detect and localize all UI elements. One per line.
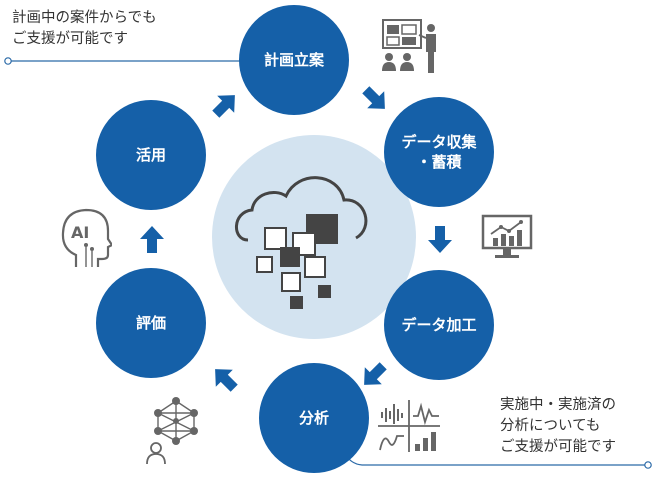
node-evaluation: 評価: [96, 268, 206, 378]
ai-icon-label: AI: [71, 223, 89, 242]
node-utilization: 活用: [96, 100, 206, 210]
network-person-icon: [146, 397, 198, 465]
node-processing: データ加工: [384, 270, 494, 380]
top-note: 計画中の案件からでも ご支援が可能です: [12, 10, 157, 47]
arrow-evaluation-to-utilization: [140, 226, 164, 253]
arrow-analysis-to-evaluation: [215, 369, 238, 392]
bottom-note: 実施中・実施済の 分析についても ご支援が可能です: [500, 397, 616, 455]
top-connector: [4, 57, 245, 65]
node-planning: 計画立案: [239, 5, 349, 115]
arrow-planning-to-collection: [362, 86, 385, 109]
arrow-utilization-to-planning: [212, 95, 235, 118]
arrow-collection-to-processing: [428, 226, 452, 253]
signal-chart-icon: [378, 400, 440, 452]
arrow-processing-to-analysis: [364, 362, 387, 385]
presentation-icon: [382, 19, 436, 73]
node-collection: データ収集 ・蓄積: [384, 97, 494, 207]
monitor-chart-icon: [481, 214, 533, 258]
node-analysis: 分析: [259, 363, 369, 473]
ai-head-icon: AI: [61, 208, 112, 267]
